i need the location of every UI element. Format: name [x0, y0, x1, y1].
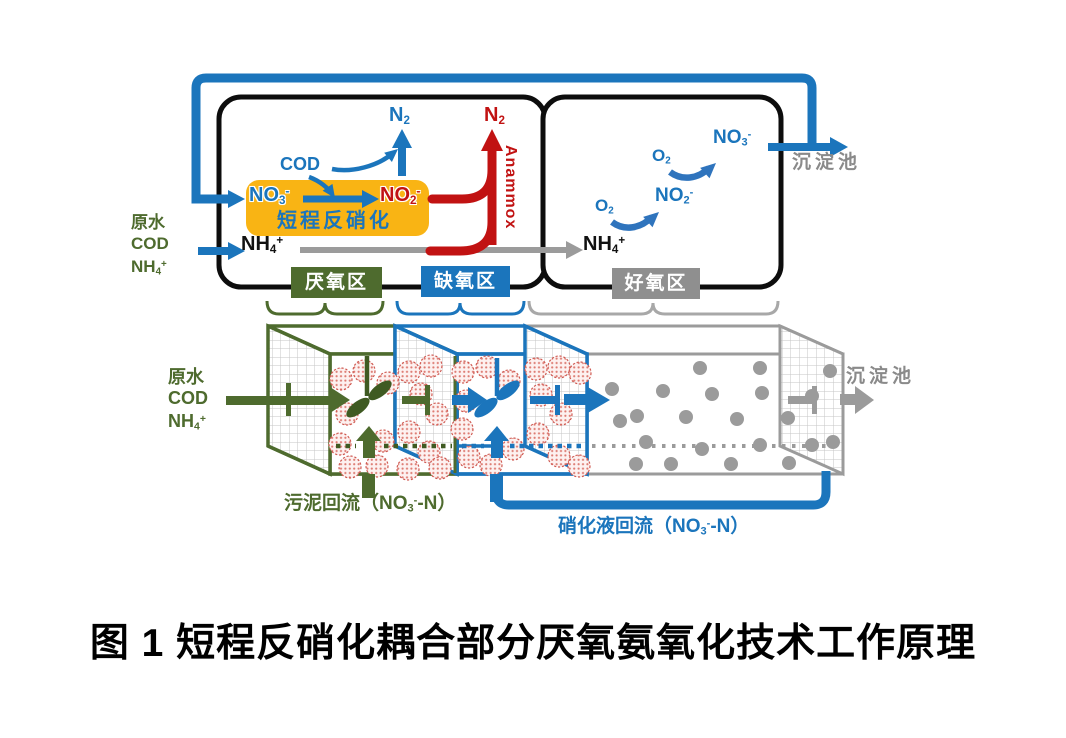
shortcut-denitrification-highlight	[246, 180, 429, 236]
mixer-anaerobic	[346, 356, 392, 418]
sludge-return-label: 污泥回流（NO3--N）	[284, 493, 457, 515]
settling-tank-label-top: 沉淀池	[792, 152, 862, 173]
figure-caption: 图 1 短程反硝化耦合部分厌氧氨氧化技术工作原理	[89, 622, 977, 665]
no2-product-label: NO2-	[380, 184, 421, 207]
o2-step1-label: O2	[595, 196, 614, 217]
tank-influent-line2: COD	[168, 388, 208, 408]
tank-influent-arrow	[226, 383, 350, 416]
zone-label-aerobic: 好氧区	[612, 268, 700, 299]
nitrified-recycle-pipe	[491, 471, 831, 510]
nitrate-recycle-line	[191, 73, 848, 208]
influent-nh4: NH4+	[131, 256, 167, 278]
influent-line1: 原水	[131, 213, 165, 232]
anaerobic-brace	[265, 300, 385, 316]
influent-label-tank: 原水 COD NH4+	[168, 367, 208, 438]
influent-label-top: 原水 COD NH4+	[131, 212, 169, 282]
nh4-anaerobic-label: NH4+	[241, 233, 284, 256]
aerobic-brace	[527, 300, 780, 316]
aerobic-flocs	[605, 361, 840, 471]
o2-step2-label: O2	[652, 146, 671, 167]
no3-feed-label: NO3-	[249, 184, 290, 207]
nitrification-arrows	[610, 163, 716, 231]
anaerobic-to-anoxic-arrow	[402, 385, 487, 415]
nh4-aerobic-label: NH4+	[583, 233, 626, 256]
settling-tank-label-bottom: 沉淀池	[846, 366, 916, 387]
aerobic-outflow-arrow	[788, 386, 874, 414]
influent-arrow-top	[198, 242, 245, 260]
anammox-pathway	[425, 129, 503, 256]
n2-blue-label: N2	[389, 104, 410, 127]
no3-aerobic-label: NO3-	[713, 127, 752, 149]
zone-label-anaerobic: 厌氧区	[291, 267, 382, 298]
process-diagram-graphics	[191, 73, 874, 510]
nitrified-return-label: 硝化液回流（NO3--N）	[558, 516, 750, 538]
cod-label: COD	[280, 154, 320, 174]
mixer-anoxic	[474, 358, 520, 418]
zone-braces	[265, 300, 780, 316]
no2-aerobic-label: NO2-	[655, 185, 694, 207]
sludge-return-arrow	[356, 426, 381, 498]
zone-label-anoxic: 缺氧区	[421, 266, 510, 297]
anoxic-brace	[395, 300, 526, 316]
anoxic-to-aerobic-arrow	[530, 385, 610, 415]
anammox-label: Anammox	[501, 145, 519, 230]
denitrification-arrows	[303, 129, 412, 208]
influent-line2: COD	[131, 234, 169, 253]
tank-influent-nh4: NH4+	[168, 411, 206, 433]
tank-influent-line1: 原水	[168, 367, 204, 387]
shortcut-denitrification-label: 短程反硝化	[277, 210, 392, 232]
n2-red-label: N2	[484, 104, 505, 127]
